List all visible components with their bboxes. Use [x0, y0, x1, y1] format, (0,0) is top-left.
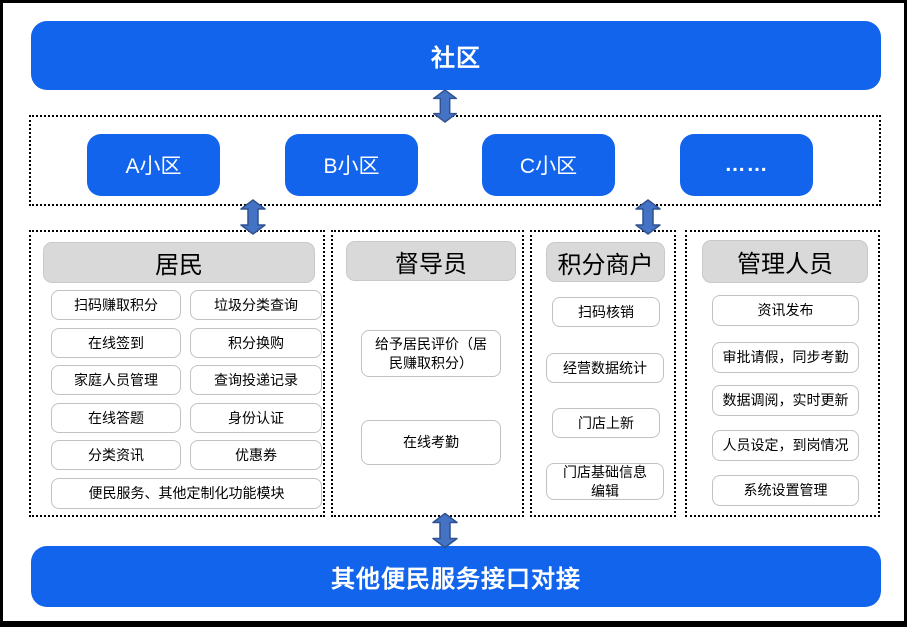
admin-item: 系统设置管理: [712, 475, 859, 506]
residents-panel-title: 居民: [155, 252, 203, 279]
district-more-label: ……: [724, 153, 769, 176]
district-c-box: C小区: [482, 134, 615, 196]
residents-item: 扫码赚取积分: [51, 290, 181, 320]
admin-item: 数据调阅，实时更新: [712, 385, 859, 416]
other-services-bar: 其他便民服务接口对接: [31, 546, 881, 607]
double-arrow-icon: [432, 89, 458, 123]
residents-item: 在线签到: [51, 328, 181, 358]
merchant-panel-title: 积分商户: [557, 251, 654, 279]
supervisor-panel-header: 督导员: [346, 241, 516, 281]
supervisor-panel: 督导员 给予居民评价（居民赚取积分） 在线考勤: [331, 230, 524, 517]
merchant-panel-header: 积分商户: [546, 242, 665, 282]
district-c-label: C小区: [519, 155, 578, 178]
residents-item: 优惠券: [190, 440, 322, 470]
community-bar: 社区: [31, 21, 881, 90]
residents-item: 在线答题: [51, 403, 181, 433]
merchant-item: 经营数据统计: [546, 353, 664, 383]
districts-container: A小区 B小区 C小区 ……: [29, 115, 881, 206]
admin-panel-header: 管理人员: [702, 240, 868, 283]
double-arrow-icon: [240, 199, 266, 235]
residents-item: 积分换购: [190, 328, 322, 358]
double-arrow-icon: [432, 512, 458, 549]
district-b-box: B小区: [285, 134, 418, 196]
residents-panel-header: 居民: [43, 242, 315, 283]
supervisor-item: 在线考勤: [361, 420, 501, 465]
supervisor-item: 给予居民评价（居民赚取积分）: [361, 330, 501, 377]
supervisor-panel-title: 督导员: [395, 250, 467, 278]
community-bar-label: 社区: [431, 45, 481, 72]
admin-item: 审批请假，同步考勤: [712, 342, 859, 373]
district-a-box: A小区: [87, 134, 220, 196]
admin-panel: 管理人员 资讯发布 审批请假，同步考勤 数据调阅，实时更新 人员设定，到岗情况 …: [685, 230, 880, 517]
residents-item: 查询投递记录: [190, 365, 322, 395]
admin-panel-title: 管理人员: [737, 251, 833, 278]
admin-item: 资讯发布: [712, 295, 859, 326]
admin-item: 人员设定，到岗情况: [712, 430, 859, 461]
district-more-box: ……: [680, 134, 813, 196]
district-b-label: B小区: [323, 155, 380, 178]
residents-panel: 居民 扫码赚取积分 垃圾分类查询 在线签到 积分换购 家庭人员管理 查询投递记录…: [29, 230, 325, 517]
residents-item: 身份认证: [190, 403, 322, 433]
residents-item: 分类资讯: [51, 440, 181, 470]
residents-item-full-width: 便民服务、其他定制化功能模块: [51, 478, 322, 509]
residents-item: 家庭人员管理: [51, 365, 181, 395]
merchant-item: 门店上新: [552, 408, 660, 438]
merchant-item: 扫码核销: [552, 297, 660, 327]
district-a-label: A小区: [125, 155, 182, 178]
merchant-panel: 积分商户 扫码核销 经营数据统计 门店上新 门店基础信息编辑: [530, 230, 676, 517]
residents-item: 垃圾分类查询: [190, 290, 322, 320]
other-services-bar-label: 其他便民服务接口对接: [331, 566, 581, 593]
double-arrow-icon: [635, 199, 661, 235]
merchant-item: 门店基础信息编辑: [546, 463, 664, 500]
